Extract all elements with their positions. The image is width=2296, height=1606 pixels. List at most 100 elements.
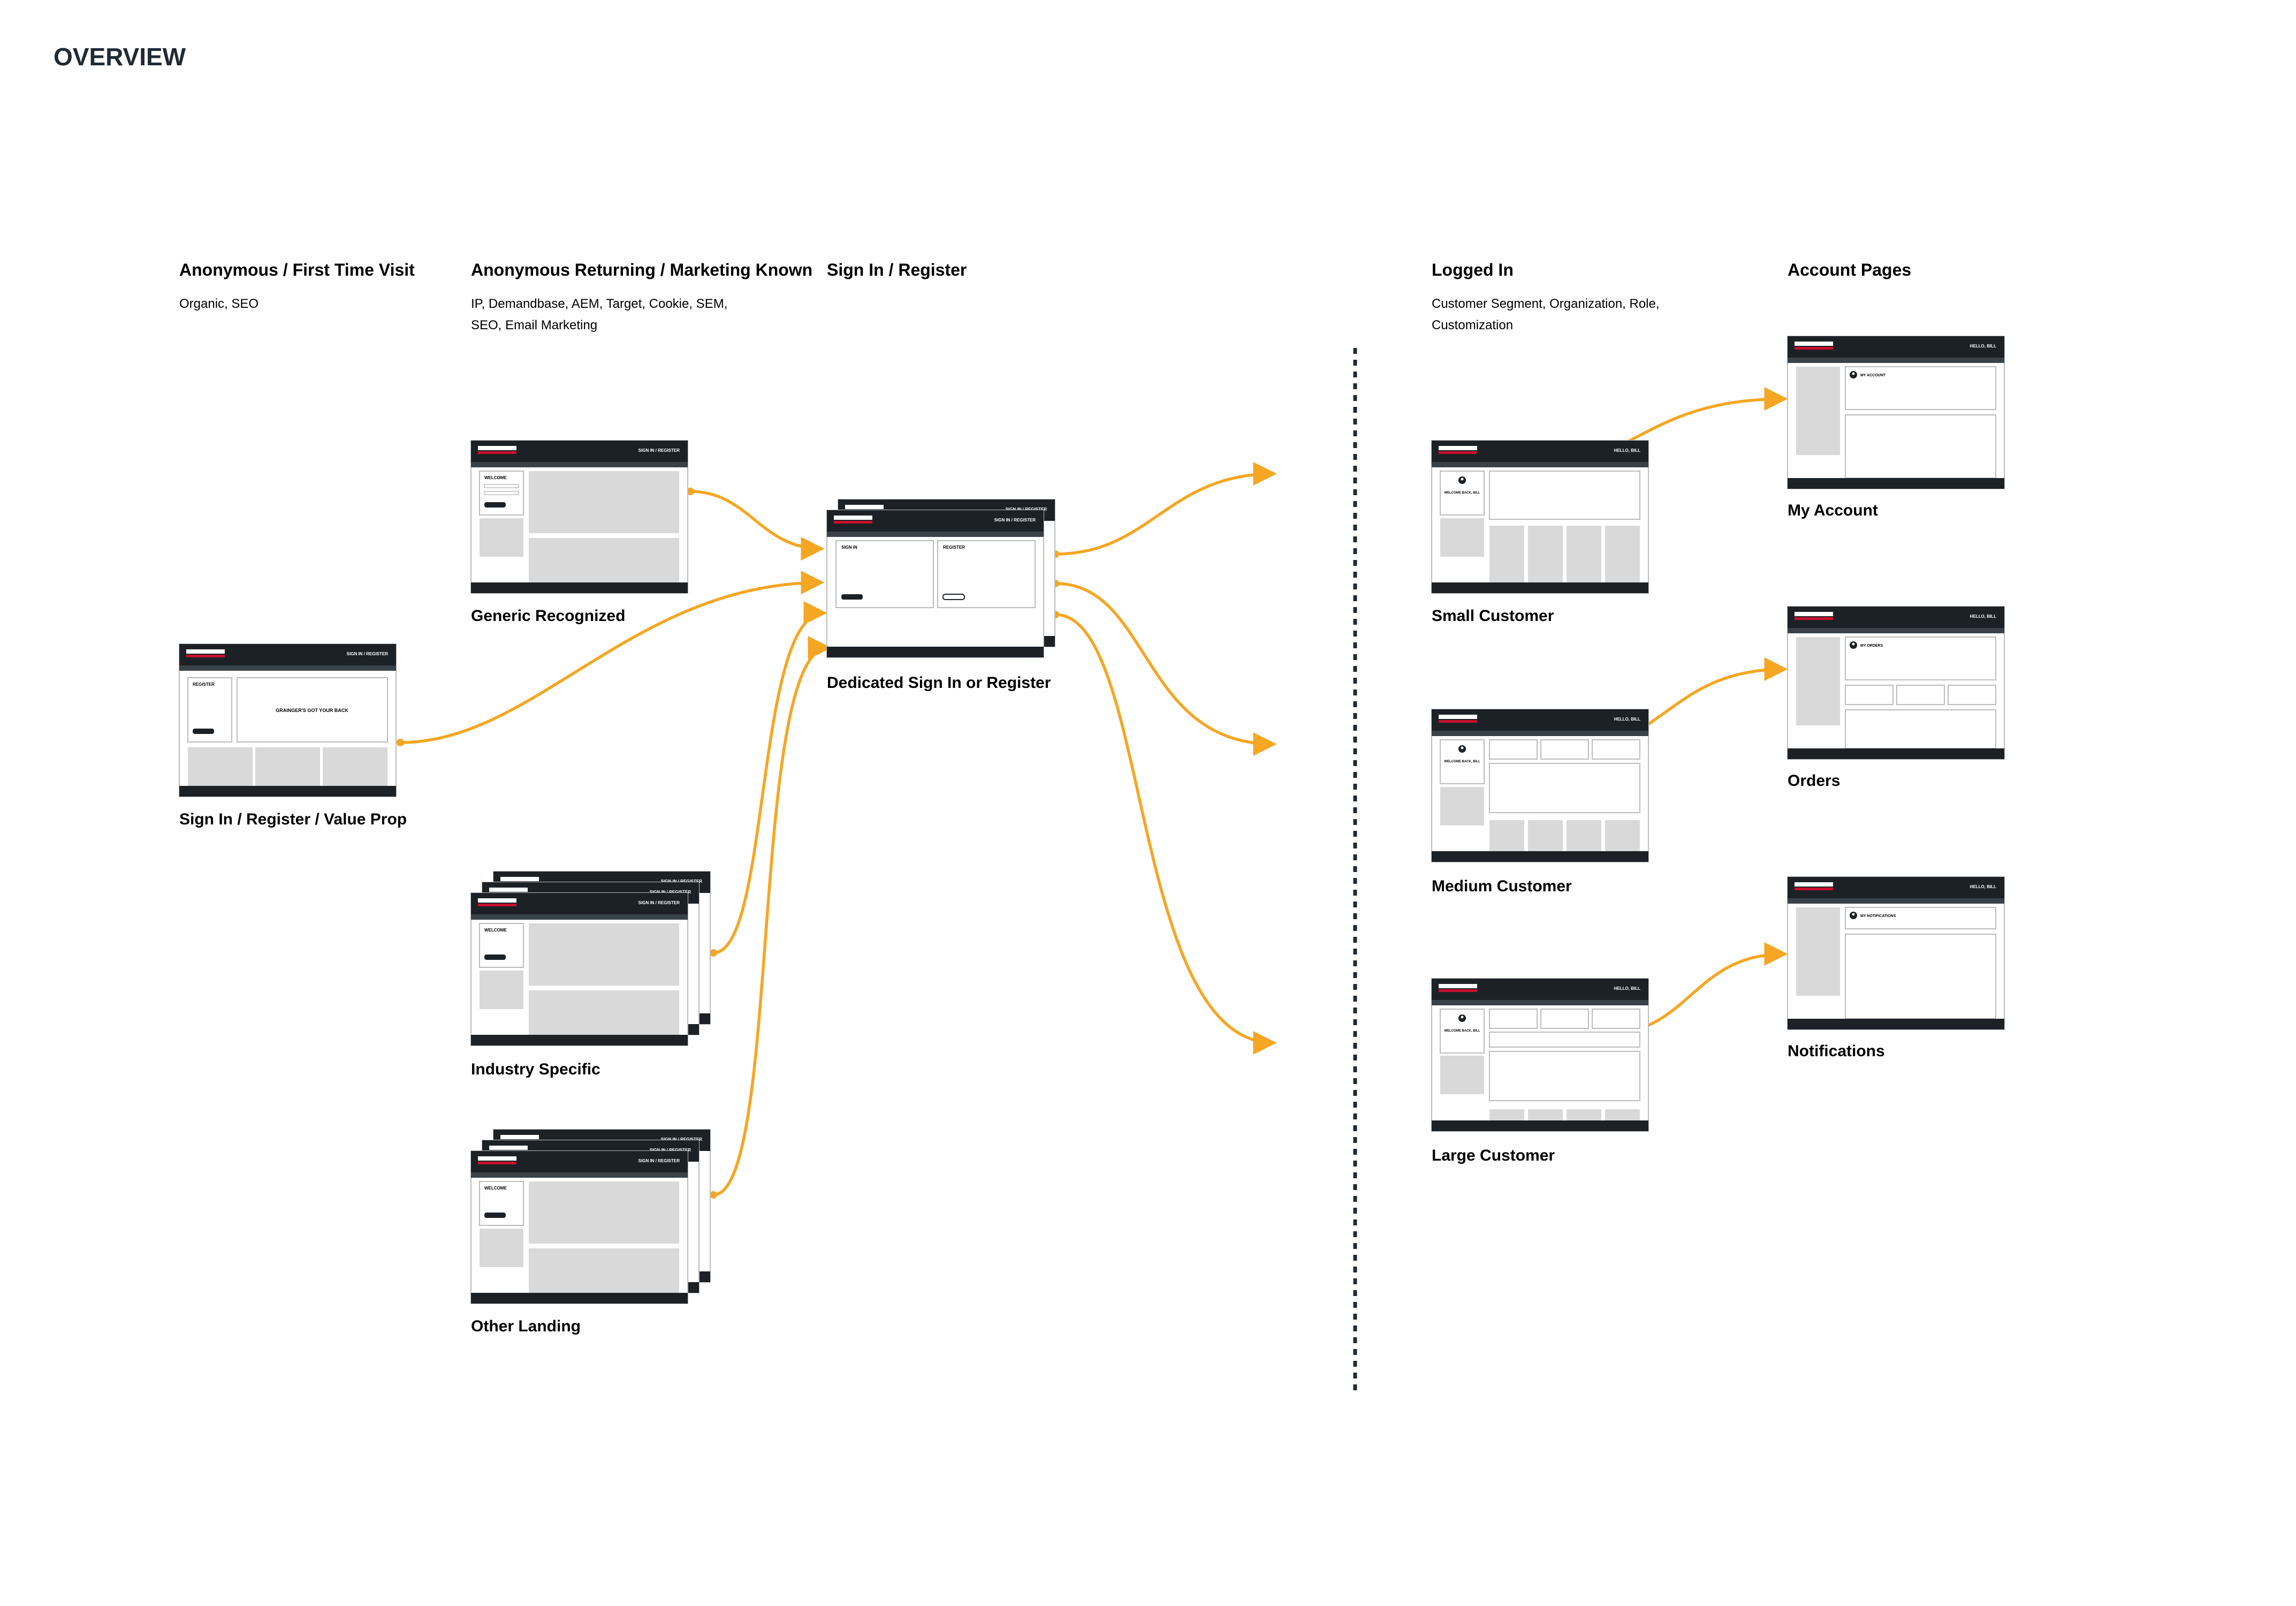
logo-accent [1439, 451, 1477, 454]
connector-dot [397, 739, 404, 746]
tile [1528, 1109, 1563, 1120]
screen-label: Orders [1788, 772, 1840, 790]
screen-industry-specific[interactable]: SIGN IN / REGISTER SIGN IN / REGISTER SI… [470, 871, 711, 1078]
screen-generic-recognized[interactable]: SIGN IN / REGISTER WELCOME Generic Recog… [470, 440, 688, 625]
column-subtitle: Customization [1432, 318, 1513, 332]
screen-notifications[interactable]: HELLO, BILL MY NOTIFICATIONS Notificatio… [1787, 876, 2005, 1060]
tile [255, 747, 320, 786]
screen-orders[interactable]: HELLO, BILL MY ORDERS Orders [1787, 606, 2005, 790]
screen-label: Generic Recognized [471, 607, 625, 625]
tile [1567, 820, 1601, 851]
nav-link: SIGN IN / REGISTER [661, 1137, 703, 1142]
screen-other-landing[interactable]: SIGN IN / REGISTER SIGN IN / REGISTER SI… [470, 1129, 711, 1335]
logo-bar [1795, 882, 1833, 887]
nav-band [471, 1172, 688, 1178]
column-title: Sign In / Register [827, 260, 967, 279]
signin-button [484, 502, 506, 507]
panel-label: WELCOME [484, 475, 507, 480]
column-subtitle: Organic, SEO [179, 297, 259, 311]
nav-band [179, 665, 396, 671]
screen-small-customer[interactable]: HELLO, BILL WELCOME BACK, BILL Small Cus… [1431, 440, 1649, 625]
column-header-logged-in: Logged In Customer Segment, Organization… [1432, 260, 1660, 332]
logo-bar [1439, 446, 1477, 450]
screen-large-customer[interactable]: HELLO, BILL WELCOME BACK, BILL Large Cus… [1431, 978, 1649, 1164]
signin-button [484, 1213, 506, 1218]
screen-value-prop[interactable]: SIGN IN / REGISTER REGISTER GRAINGER'S G… [179, 643, 407, 828]
logo-accent [1439, 720, 1477, 723]
signin-button [841, 594, 863, 600]
image-placeholder [480, 1229, 523, 1267]
logo-bar [186, 649, 225, 654]
stat-card [1540, 739, 1589, 760]
hero-placeholder [529, 471, 679, 533]
connectors [400, 387, 1788, 1196]
connector-signin-to-small [1055, 462, 1277, 556]
content-panel [1845, 414, 1996, 479]
connector-other-to-signin [713, 636, 832, 1196]
content-panel [1845, 934, 1996, 1019]
screen-my-account[interactable]: HELLO, BILL MY ACCOUNT My Account [1787, 336, 2005, 519]
footer-bar [827, 647, 1044, 657]
screen-medium-customer[interactable]: HELLO, BILL WELCOME BACK, BILL Medium Cu… [1431, 709, 1649, 895]
section-title: MY ORDERS [1860, 644, 1883, 648]
screen-label: Large Customer [1432, 1147, 1555, 1164]
nav-link: SIGN IN / REGISTER [347, 652, 389, 656]
sidebar-placeholder [1796, 907, 1840, 996]
screen-label: Sign In / Register / Value Prop [179, 810, 407, 828]
nav-link: SIGN IN / REGISTER [994, 518, 1036, 522]
footer-bar [1788, 478, 2004, 489]
account-summary-panel [1845, 366, 1996, 410]
content-panel [1845, 709, 1996, 749]
nav-band [471, 914, 688, 920]
hero-placeholder [529, 1181, 679, 1244]
image-placeholder [480, 971, 523, 1009]
stat-card [1592, 1009, 1640, 1029]
welcome-text: WELCOME BACK, BILL [1444, 491, 1480, 495]
nav-band [471, 462, 688, 467]
footer-bar [1788, 748, 2004, 759]
logo-accent [186, 655, 225, 657]
nav-link: SIGN IN / REGISTER [650, 1148, 691, 1153]
screen-label: My Account [1788, 502, 1878, 519]
image-placeholder [480, 518, 523, 557]
image-placeholder [1440, 1056, 1484, 1094]
footer-bar [1432, 851, 1648, 862]
footer-bar [471, 1293, 688, 1304]
connector-generic-to-signin [690, 490, 825, 560]
register-button [193, 729, 214, 734]
orders-summary-panel [1845, 637, 1996, 680]
column-title: Anonymous / First Time Visit [179, 260, 415, 279]
content-panel [1489, 1051, 1640, 1101]
screen-dedicated-signin[interactable]: SIGN IN / REGISTER SIGN IN / REGISTER SI… [826, 499, 1055, 692]
tile [1605, 1109, 1640, 1120]
stat-card [1489, 1009, 1538, 1029]
nav-band [1788, 358, 2004, 363]
hero-text: GRAINGER'S GOT YOUR BACK [276, 708, 348, 713]
welcome-panel [479, 1181, 524, 1226]
logo-accent [1795, 347, 1833, 350]
connector-signin-to-large [1055, 613, 1277, 1055]
welcome-text: WELCOME BACK, BILL [1444, 760, 1480, 763]
connector-signin-to-medium [1055, 582, 1277, 756]
column-title: Anonymous Returning / Marketing Known [471, 260, 812, 279]
column-header-returning: Anonymous Returning / Marketing Known IP… [471, 260, 812, 332]
logo-bar [478, 898, 516, 903]
stat-card [1592, 739, 1640, 760]
nav-greeting: HELLO, BILL [1970, 884, 1996, 889]
content-placeholder [529, 538, 679, 582]
logo-bar [834, 516, 872, 520]
stat-card [1896, 685, 1945, 705]
screen-label: Medium Customer [1432, 877, 1572, 895]
footer-bar [1788, 1019, 2004, 1029]
nav-greeting: HELLO, BILL [1614, 717, 1640, 722]
nav-greeting: HELLO, BILL [1614, 448, 1640, 453]
footer-bar [471, 1035, 688, 1046]
tile [1567, 1109, 1601, 1120]
logo-bar [1439, 715, 1477, 719]
panel-label: REGISTER [193, 682, 215, 687]
nav-link: SIGN IN / REGISTER [638, 448, 680, 453]
logo-bar [478, 446, 516, 450]
nav-link: SIGN IN / REGISTER [638, 900, 680, 905]
tile [188, 747, 253, 786]
